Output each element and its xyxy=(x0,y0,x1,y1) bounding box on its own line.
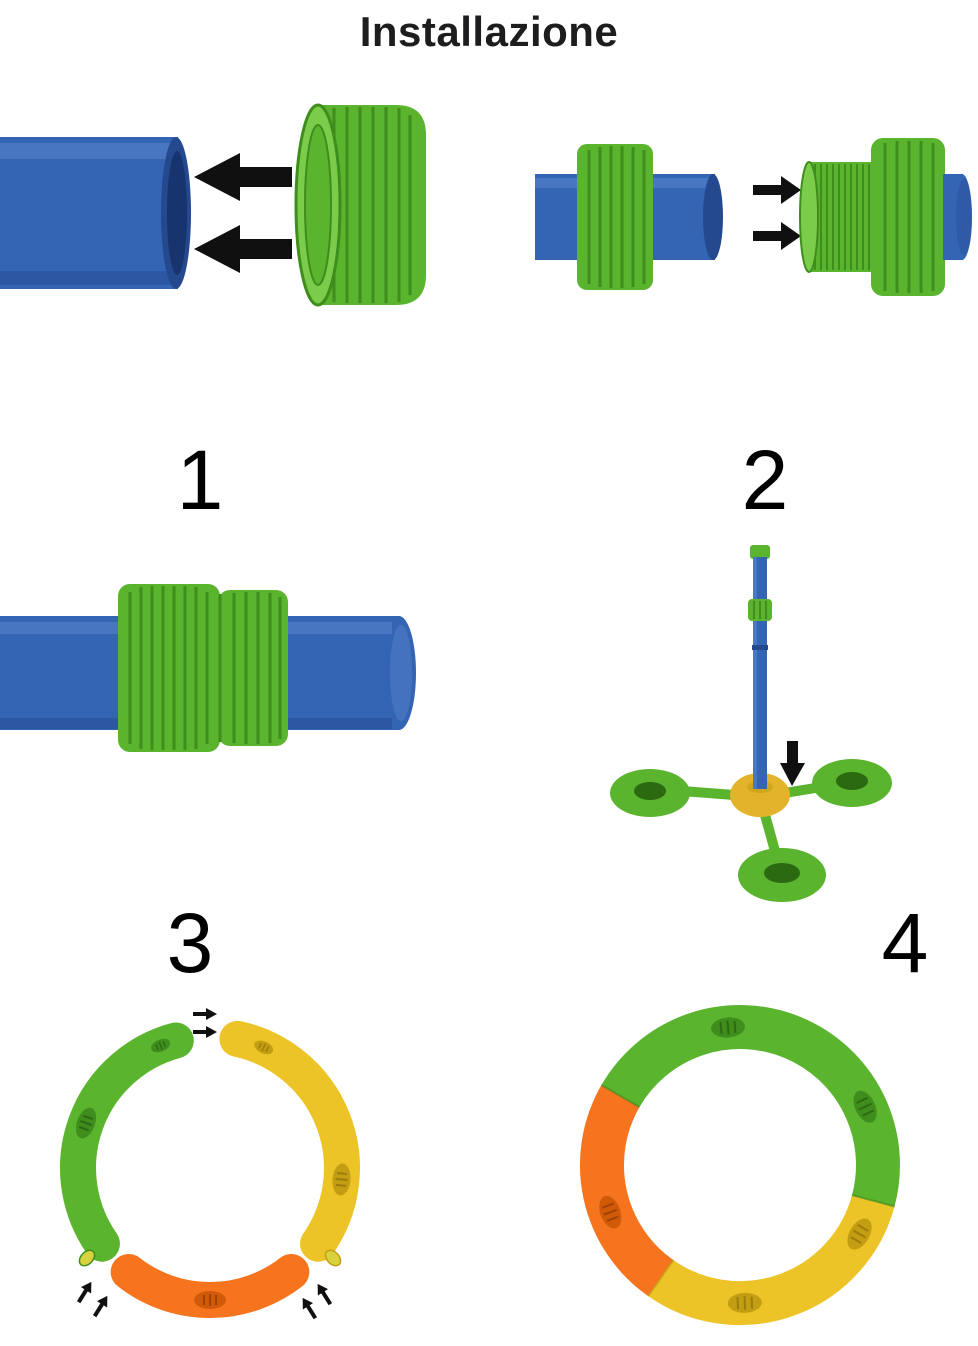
grip-oval xyxy=(254,1040,274,1055)
connector-plug xyxy=(324,1249,342,1267)
step-4-label: 4 xyxy=(881,896,929,990)
base-foot xyxy=(812,759,892,807)
grip-oval xyxy=(847,1218,872,1250)
threaded-connector xyxy=(799,161,873,273)
up-arrow-icon xyxy=(76,1281,92,1304)
ring-segment-green xyxy=(60,1022,194,1262)
ring-segment-orange xyxy=(580,1085,674,1297)
grip-oval xyxy=(151,1038,171,1053)
right-arrow-icon xyxy=(193,1026,217,1038)
left-arrow-icon xyxy=(194,153,292,201)
base-foot xyxy=(610,769,690,817)
right-arrow-icon xyxy=(753,222,801,250)
up-arrow-icon xyxy=(92,1295,108,1318)
illustration-ring-segments xyxy=(60,1008,360,1320)
connector-plug xyxy=(78,1249,96,1267)
grip-oval xyxy=(75,1107,97,1139)
green-connector xyxy=(118,584,288,752)
illustration-ring-complete xyxy=(580,1005,900,1326)
grip-oval xyxy=(599,1195,622,1229)
left-arrow-icon xyxy=(194,225,292,273)
green-collar xyxy=(871,138,945,296)
ring-segment-yellow xyxy=(219,1020,360,1262)
grip-oval xyxy=(853,1090,877,1123)
green-cap xyxy=(294,103,426,307)
step-2-label: 2 xyxy=(741,433,789,527)
blue-pole xyxy=(748,545,772,789)
right-arrow-icon xyxy=(193,1008,217,1020)
illustration-cap-removal xyxy=(0,103,426,307)
illustration-pole-base xyxy=(610,545,892,902)
pole-connector-band xyxy=(748,599,772,621)
green-nut xyxy=(577,144,653,290)
blue-tube-end xyxy=(943,174,972,260)
grip-oval xyxy=(727,1292,762,1313)
illustration-connector-assembled xyxy=(0,584,416,752)
right-arrow-icon xyxy=(753,176,801,204)
illustration-screw-connector xyxy=(535,138,972,296)
segment-seams xyxy=(600,1084,895,1297)
page-title: Installazione xyxy=(359,8,619,55)
ring-segment-yellow xyxy=(648,1194,895,1326)
down-arrow-icon xyxy=(780,741,805,786)
grip-oval xyxy=(194,1291,226,1309)
blue-tube xyxy=(0,137,191,289)
step-3-label: 3 xyxy=(166,896,214,990)
up-arrow-icon xyxy=(317,1283,333,1306)
base-foot xyxy=(738,848,826,902)
ring-segment-green xyxy=(601,1005,900,1207)
grip-oval xyxy=(332,1163,351,1196)
up-arrow-icon xyxy=(302,1297,318,1320)
grip-oval xyxy=(711,1017,745,1038)
step-1-label: 1 xyxy=(176,433,224,527)
